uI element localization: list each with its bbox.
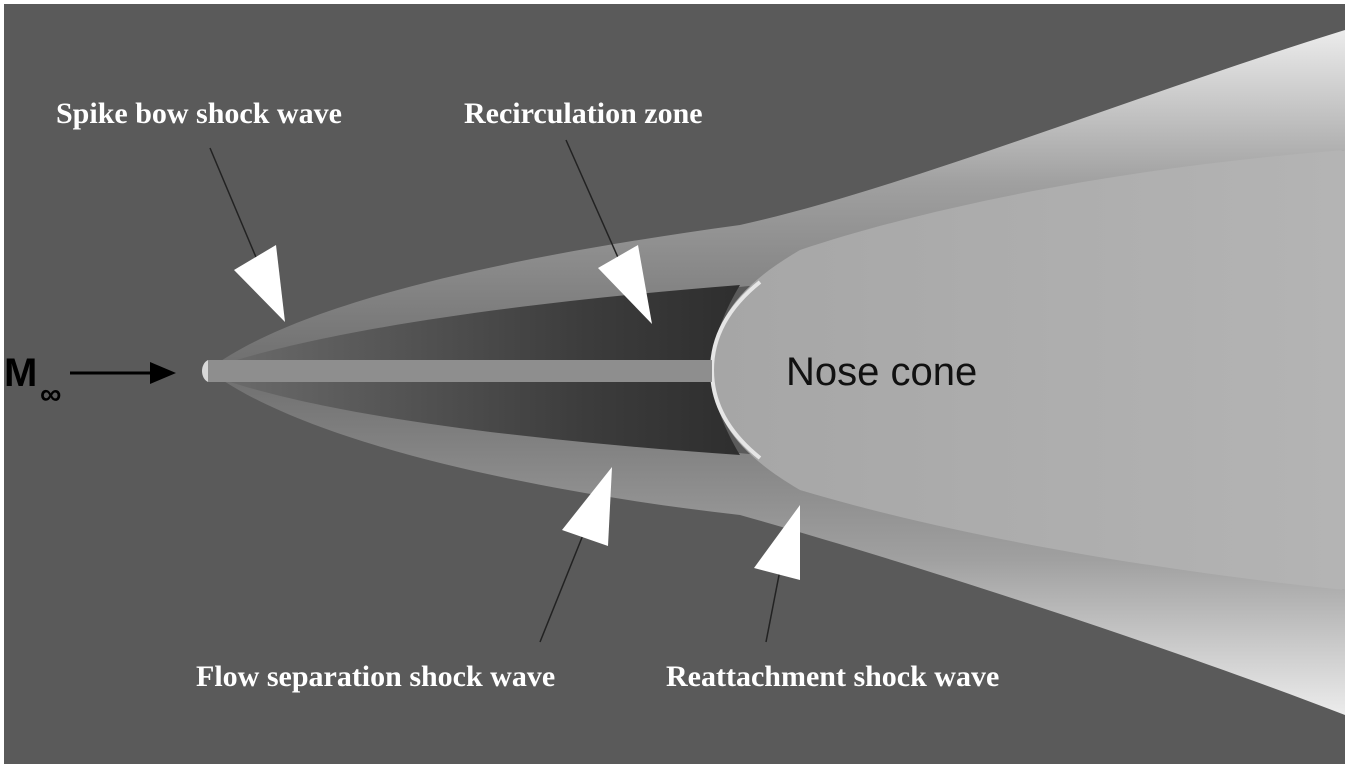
pointer-recirculation — [598, 245, 652, 324]
leader-line-spike-bow — [209, 147, 259, 263]
label-reattachment-shock: Reattachment shock wave — [666, 660, 999, 693]
leader-line-recirculation — [565, 139, 621, 263]
pointer-reattachment — [754, 505, 800, 580]
spike — [208, 360, 712, 382]
label-nose-cone: Nose cone — [786, 350, 977, 394]
upper-shock-layer — [208, 30, 1345, 370]
freestream-arrow-head — [150, 362, 176, 384]
lower-recirculation-zone — [230, 382, 740, 455]
freestream-mach-symbol: M — [4, 351, 37, 395]
leader-line-flow-separation — [539, 529, 586, 643]
spike-tip — [202, 360, 208, 382]
leader-lines — [209, 139, 781, 643]
label-spike-bow-shock: Spike bow shock wave — [56, 97, 342, 130]
label-flow-separation-shock: Flow separation shock wave — [196, 660, 555, 693]
freestream-mach-subscript: ∞ — [40, 378, 61, 411]
lower-shock-layer — [208, 370, 1345, 715]
leader-line-reattachment — [765, 569, 781, 643]
upper-recirculation-zone — [230, 285, 740, 362]
label-recirculation-zone: Recirculation zone — [464, 97, 703, 130]
pointer-flow-separation — [562, 467, 612, 546]
pointer-spike-bow — [234, 245, 285, 322]
nose-cone-body — [712, 150, 1345, 590]
